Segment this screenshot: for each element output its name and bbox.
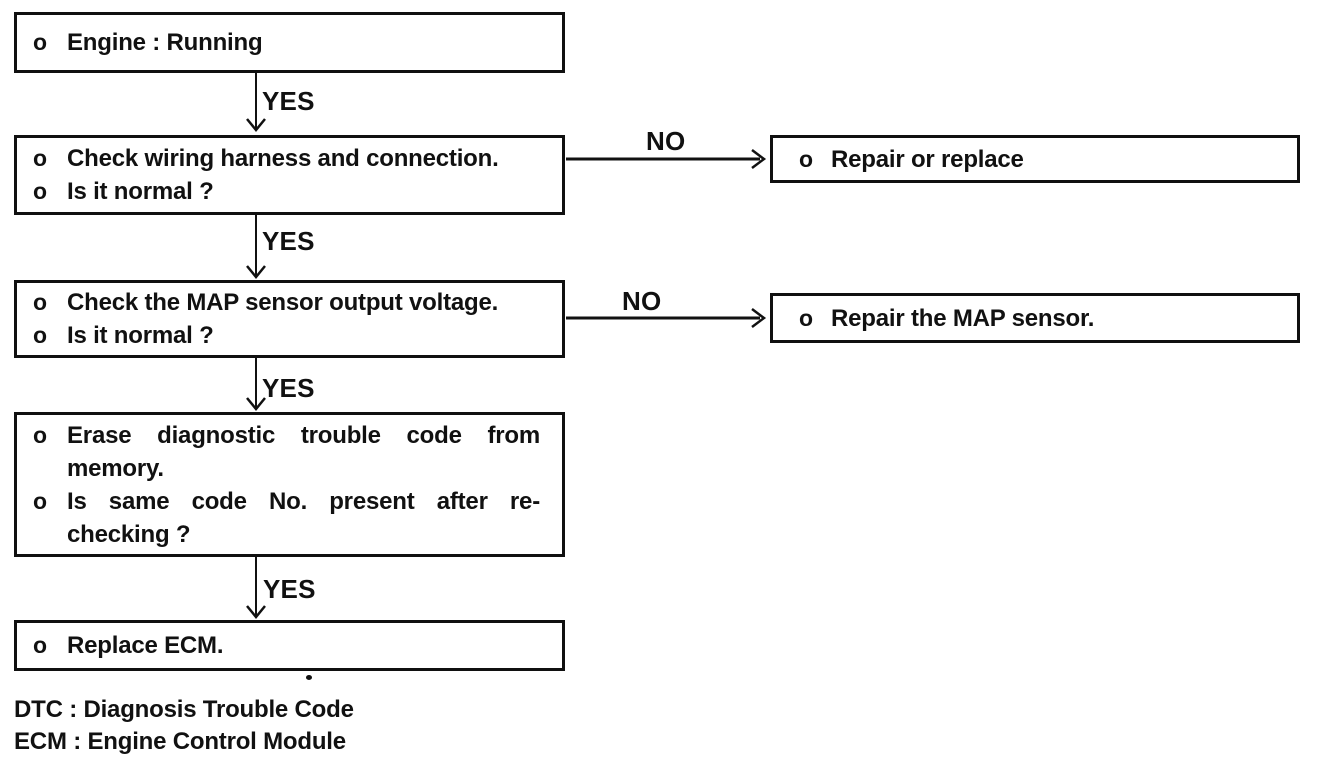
flow-box-replace-ecm: o Replace ECM. xyxy=(14,620,565,671)
legend-ecm: ECM : Engine Control Module xyxy=(14,728,346,755)
flow-box-repair-or-replace: o Repair or replace xyxy=(770,135,1300,183)
bullet-marker: o xyxy=(33,29,48,55)
flow-step-text: Engine : Running xyxy=(67,29,263,56)
bullet-marker: o xyxy=(33,421,48,448)
legend-dtc: DTC : Diagnosis Trouble Code xyxy=(14,696,354,723)
flow-step-text: Is it normal ? xyxy=(67,178,214,205)
flow-step-text: Repair or replace xyxy=(831,145,1024,173)
flow-step-item: o Check the MAP sensor output voltage. xyxy=(17,286,562,319)
flow-step-item: o Check wiring harness and connection. xyxy=(17,142,562,175)
bullet-marker: o xyxy=(799,145,814,172)
yes-label-2: YES xyxy=(262,226,315,256)
yes-label-4: YES xyxy=(263,574,316,604)
flow-step-item: o Repair or replace xyxy=(773,143,1297,176)
bullet-marker: o xyxy=(33,289,48,315)
flow-box-repair-map-sensor: o Repair the MAP sensor. xyxy=(770,293,1300,343)
flow-step-item: o Erase diagnostic trouble code from mem… xyxy=(17,419,562,485)
flow-step-text: memory. xyxy=(67,454,164,482)
flow-step-item: o Engine : Running xyxy=(17,26,562,59)
scan-artifact-dot xyxy=(306,675,312,680)
flow-step-item: o Repair the MAP sensor. xyxy=(773,302,1297,335)
abbreviation-legend: DTC : Diagnosis Trouble Code ECM : Engin… xyxy=(14,694,354,758)
flow-box-check-map-sensor: o Check the MAP sensor output voltage. o… xyxy=(14,280,565,358)
flow-step-text: Replace ECM. xyxy=(67,632,224,659)
flow-step-item: o Is same code No. present after re- che… xyxy=(17,485,562,551)
bullet-marker: o xyxy=(799,304,814,331)
bullet-marker: o xyxy=(33,145,48,171)
flow-step-text: Erase diagnostic trouble code from xyxy=(67,421,540,449)
bullet-marker: o xyxy=(33,632,48,658)
flow-step-item: o Replace ECM. xyxy=(17,629,562,662)
yes-label-1: YES xyxy=(262,86,315,116)
bullet-marker: o xyxy=(33,178,48,204)
flow-step-text: checking ? xyxy=(67,520,191,548)
flow-box-check-wiring: o Check wiring harness and connection. o… xyxy=(14,135,565,215)
flow-step-text: Is it normal ? xyxy=(67,322,214,349)
flow-step-text: Is same code No. present after re- xyxy=(67,487,540,515)
bullet-marker: o xyxy=(33,487,48,514)
no-label-1: NO xyxy=(646,126,686,156)
flow-box-erase-dtc: o Erase diagnostic trouble code from mem… xyxy=(14,412,565,557)
flow-step-text: Repair the MAP sensor. xyxy=(831,304,1095,332)
yes-label-3: YES xyxy=(262,373,315,403)
no-label-2: NO xyxy=(622,286,662,316)
flow-step-text: Check wiring harness and connection. xyxy=(67,145,499,172)
flow-step-item: o Is it normal ? xyxy=(17,319,562,352)
flow-step-item: o Is it normal ? xyxy=(17,175,562,208)
bullet-marker: o xyxy=(33,322,48,348)
flow-step-text: Check the MAP sensor output voltage. xyxy=(67,289,499,316)
flow-box-engine-running: o Engine : Running xyxy=(14,12,565,73)
